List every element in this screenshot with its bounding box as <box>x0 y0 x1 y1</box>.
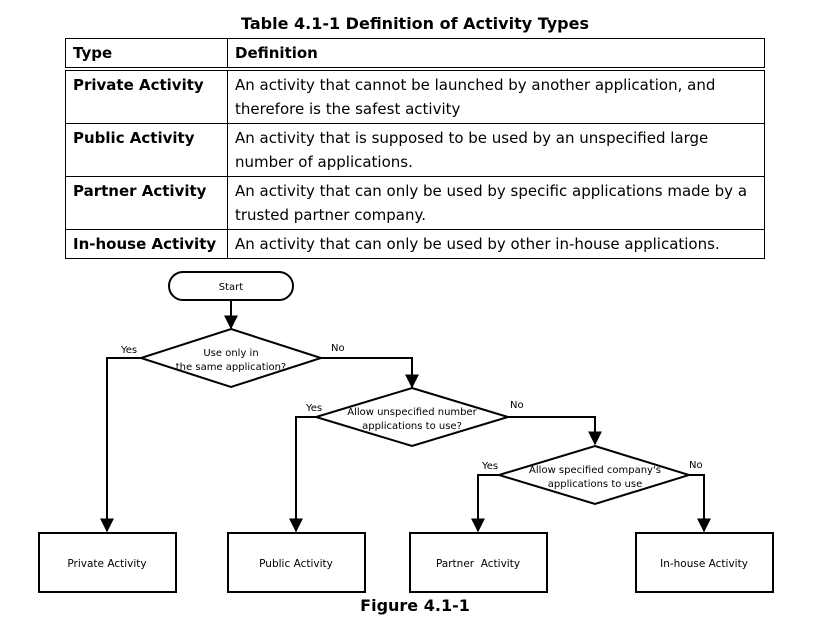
connector <box>508 416 602 446</box>
definition-cell: An activity that can only be used by spe… <box>227 176 765 230</box>
decision3-text-line1: Allow specified company's <box>529 465 661 476</box>
outcome-private-activity <box>38 532 177 593</box>
table-row: Private Activity An activity that cannot… <box>65 68 765 124</box>
no-label: No <box>331 343 345 354</box>
definition-cell: An activity that cannot be launched by a… <box>227 68 765 124</box>
outcome-private-label: Private Activity <box>67 558 146 570</box>
decision-unspecified-applications <box>312 386 512 448</box>
definition-cell: An activity that is supposed to be used … <box>227 123 765 177</box>
yes-label: Yes <box>305 403 322 414</box>
start-label: Start <box>219 282 244 293</box>
outcome-inhouse-activity <box>635 532 774 593</box>
table-caption: Table 4.1-1 Definition of Activity Types <box>240 14 589 33</box>
type-cell: Private Activity <box>65 68 228 124</box>
table-row: Public Activity An activity that is supp… <box>65 123 765 177</box>
type-cell: In-house Activity <box>65 229 228 259</box>
column-header-type: Type <box>65 38 228 71</box>
outcome-partner-activity <box>409 532 548 593</box>
definition-cell: An activity that can only be used by oth… <box>227 229 765 259</box>
table-row: In-house Activity An activity that can o… <box>65 229 765 259</box>
connector <box>289 416 316 533</box>
type-cell: Public Activity <box>65 123 228 177</box>
table-row: Partner Activity An activity that can on… <box>65 176 765 230</box>
decision1-text-line1: Use only in <box>203 348 258 359</box>
decision1-text-line2: the same application? <box>176 362 286 373</box>
type-cell: Partner Activity <box>65 176 228 230</box>
decision3-text-line2: applications to use <box>548 479 642 490</box>
figure-caption: Figure 4.1-1 <box>360 596 470 615</box>
outcome-public-activity <box>227 532 366 593</box>
no-label: No <box>510 400 524 411</box>
table-header-row: Type Definition <box>65 38 765 71</box>
outcome-public-label: Public Activity <box>259 558 333 570</box>
connector <box>471 474 499 533</box>
decision2-text-line1: Allow unspecified number <box>347 407 477 418</box>
connector <box>321 357 419 389</box>
activity-types-table: Type Definition Private Activity An acti… <box>65 38 765 259</box>
column-header-definition: Definition <box>227 38 765 71</box>
no-label: No <box>689 460 703 471</box>
outcome-inhouse-label: In-house Activity <box>660 558 748 570</box>
decision2-text-line2: applications to use? <box>362 421 462 432</box>
outcome-partner-label: Partner Activity <box>436 558 520 570</box>
decision-specified-company-applications <box>495 444 693 506</box>
yes-label: Yes <box>120 345 137 356</box>
connector <box>100 357 141 533</box>
connector <box>689 474 711 533</box>
decision-same-application <box>137 327 325 389</box>
yes-label: Yes <box>481 461 498 472</box>
